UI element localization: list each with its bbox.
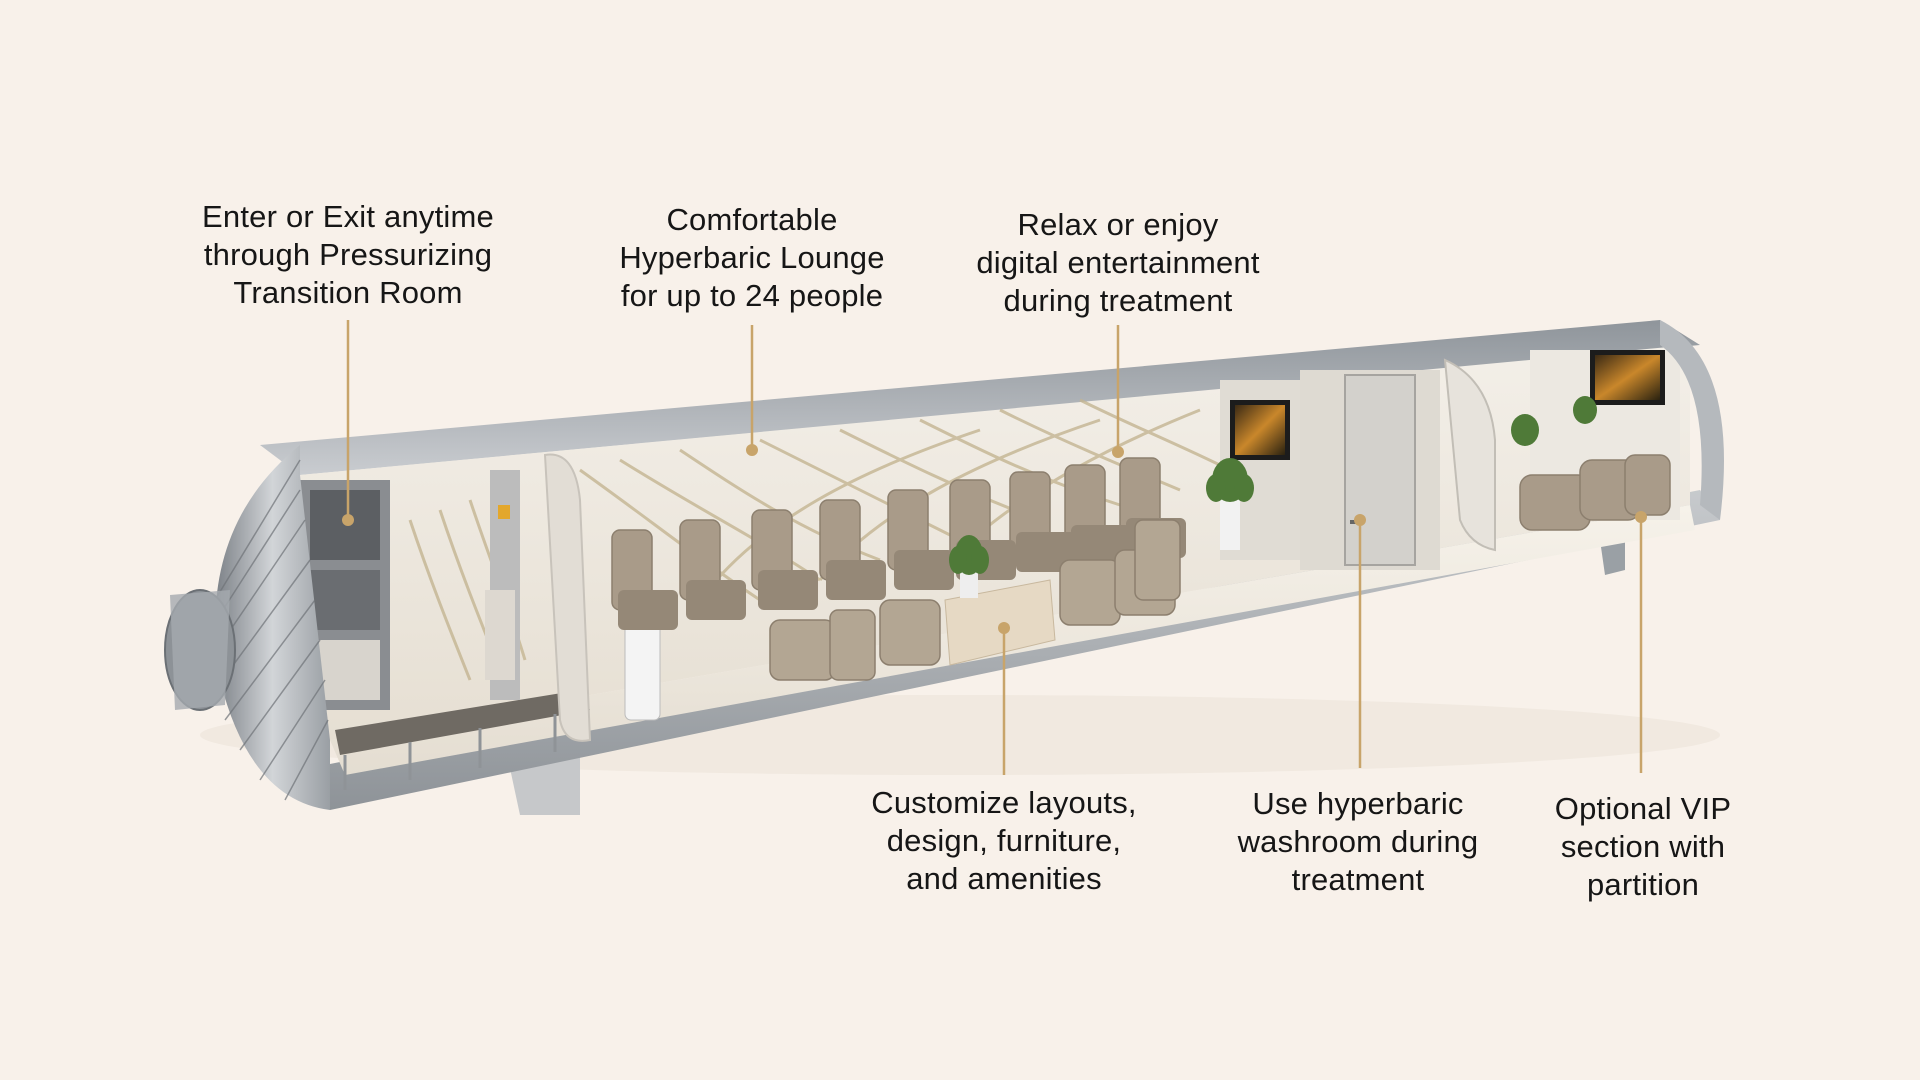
front-row-seats xyxy=(769,519,1181,681)
callout-washroom-line-3: treatment xyxy=(1291,862,1425,897)
bench-rails xyxy=(343,714,557,790)
callout-dot-vip xyxy=(1635,511,1647,523)
tv-lounge-screen xyxy=(1235,405,1285,455)
door-indicator-light xyxy=(498,505,510,519)
callout-washroom: Use hyperbaric washroom during treatment xyxy=(1198,785,1518,899)
callout-vip: Optional VIP section with partition xyxy=(1503,790,1783,904)
bin xyxy=(624,619,661,721)
plant-pot-table xyxy=(960,570,978,598)
callout-dot-customize xyxy=(998,622,1010,634)
transition-partition xyxy=(543,453,592,742)
callout-entertainment: Relax or enjoy digital entertainment dur… xyxy=(938,206,1298,320)
callout-transition-room: Enter or Exit anytime through Pressurizi… xyxy=(168,198,528,312)
hull-left-endcap xyxy=(164,445,330,810)
callout-dot-transition xyxy=(342,514,354,526)
callout-washroom-line-1: Use hyperbaric xyxy=(1252,786,1464,821)
callout-dots xyxy=(342,444,1647,634)
callout-transition-line-1: Enter or Exit anytime xyxy=(202,199,494,234)
callout-lounge-line-1: Comfortable xyxy=(666,202,838,237)
plant-leaves-washroom xyxy=(1206,458,1254,502)
coffee-table xyxy=(944,579,1056,666)
callout-washroom-line-2: washroom during xyxy=(1237,824,1479,859)
callout-customize-line-1: Customize layouts, xyxy=(871,785,1137,820)
hull-right-end xyxy=(1660,320,1724,520)
callout-customize-line-3: and amenities xyxy=(906,861,1102,896)
callout-vip-line-1: Optional VIP xyxy=(1554,791,1732,826)
transition-sink xyxy=(485,590,515,680)
hull-top xyxy=(260,320,1700,475)
plant-leaves-vip xyxy=(1511,396,1597,446)
callout-entertainment-line-2: digital entertainment xyxy=(976,245,1260,280)
tv-vip-screen xyxy=(1595,355,1660,400)
callout-entertainment-line-1: Relax or enjoy xyxy=(1017,207,1219,242)
callout-lines xyxy=(346,320,1643,775)
plant-pot-washroom xyxy=(1220,500,1240,550)
transition-room-window-middle xyxy=(310,570,380,630)
callout-lounge-line-3: for up to 24 people xyxy=(620,278,884,313)
callout-lounge-line-2: Hyperbaric Lounge xyxy=(619,240,885,275)
callout-customize: Customize layouts, design, furniture, an… xyxy=(824,784,1184,898)
callout-transition-line-3: Transition Room xyxy=(233,275,463,310)
callout-customize-line-2: design, furniture, xyxy=(886,823,1122,858)
callout-dot-washroom xyxy=(1354,514,1366,526)
plant-leaves-table xyxy=(949,535,989,575)
callout-lounge: Comfortable Hyperbaric Lounge for up to … xyxy=(572,201,932,315)
vip-recliners xyxy=(1519,454,1671,531)
transition-room-bench xyxy=(335,690,590,755)
vip-partition xyxy=(1443,358,1496,552)
washroom-door xyxy=(1344,374,1416,566)
callout-vip-line-3: partition xyxy=(1586,867,1700,902)
callout-entertainment-line-3: during treatment xyxy=(1003,283,1233,318)
callout-transition-line-2: through Pressurizing xyxy=(203,237,493,272)
callout-vip-line-2: section with xyxy=(1560,829,1726,864)
callout-dot-lounge xyxy=(746,444,758,456)
callout-dot-entertainment xyxy=(1112,446,1124,458)
